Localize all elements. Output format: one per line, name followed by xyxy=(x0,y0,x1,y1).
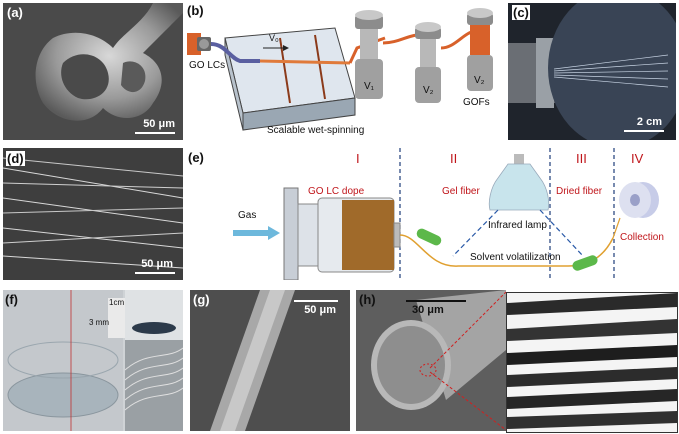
panel-b-label: (b) xyxy=(187,3,204,18)
panel-c-photo: (c) 2 cm xyxy=(508,3,676,140)
panel-f-scale-1cm: 1cm xyxy=(109,298,125,307)
dried-fiber-label: Dried fiber xyxy=(556,186,603,197)
roller-v2 xyxy=(415,22,441,103)
wet-spinning-diagram xyxy=(187,8,493,131)
dry-spinning-diagram xyxy=(233,148,659,280)
gofs-label: GOFs xyxy=(463,97,490,108)
panel-h-scale-bar xyxy=(406,300,466,302)
zoom-circle xyxy=(419,363,437,377)
panel-d-scale-text: 50 μm xyxy=(141,258,173,270)
panel-f-scale-3mm: 3 mm xyxy=(89,318,109,327)
fiber-knot-image xyxy=(35,3,183,121)
v1-label: V₁ xyxy=(364,81,375,92)
gas-label: Gas xyxy=(238,210,257,221)
v2-label: V₂ xyxy=(423,85,434,96)
v2b-label: V₂ xyxy=(474,75,485,86)
panel-a-label: (a) xyxy=(7,5,23,20)
panel-e-label: (e) xyxy=(188,150,204,165)
panel-a-scale-bar xyxy=(135,132,175,134)
panel-c-scale-bar xyxy=(624,130,664,132)
panel-a-scale-text: 50 μm xyxy=(143,118,175,130)
graphene-sheet-stack-schematic xyxy=(507,293,677,429)
syringe-plunger xyxy=(283,187,299,280)
infrared-lamp-label: Infrared lamp xyxy=(488,220,547,231)
fiber-photo-collage xyxy=(3,290,183,431)
panel-a-sem-image: (a) 50 μm xyxy=(3,3,183,140)
stage-1: I xyxy=(356,151,360,166)
panel-g-scale-text: 50 μm xyxy=(304,304,336,316)
panel-d-label: (d) xyxy=(6,151,25,166)
roller-v2-collection xyxy=(467,8,493,91)
gel-fiber-icon xyxy=(416,228,442,246)
panel-g-scale-bar xyxy=(294,300,338,302)
panel-c-scale-text: 2 cm xyxy=(636,116,662,128)
panel-h-sem-image: (h) 30 μm xyxy=(356,290,506,431)
infrared-lamp-icon xyxy=(488,163,550,211)
v0-label: V₀ xyxy=(269,33,279,43)
roller-v1 xyxy=(355,10,383,99)
panel-g-sem-image: (g) 50 μm xyxy=(190,290,350,431)
go-lc-dope xyxy=(342,200,394,270)
panel-c-label: (c) xyxy=(512,5,530,20)
solvent-volatilization-label: Solvent volatilization xyxy=(470,252,561,263)
panel-f-photo: (f) 1cm 3 mm xyxy=(3,290,183,431)
panel-b-spinning-schematic: (b) GO LCs Scalable wet-spinning V₀ V₁ V… xyxy=(185,3,505,140)
panel-h-label: (h) xyxy=(359,292,376,307)
gas-arrow xyxy=(233,230,268,236)
panel-e-dry-spinning-schematic: (e) I II III IV Gas GO LC dope Gel fiber… xyxy=(188,148,676,280)
panel-h-schematic xyxy=(506,292,678,433)
stage-2: II xyxy=(450,151,458,166)
spinneret-photo xyxy=(508,3,676,140)
stage-4: IV xyxy=(631,151,644,166)
go-lcs-label: GO LCs xyxy=(189,60,226,71)
collection-label: Collection xyxy=(620,232,664,243)
wet-spinning-label: Scalable wet-spinning xyxy=(267,125,365,136)
panel-d-scale-bar xyxy=(135,272,175,274)
dried-fiber-icon xyxy=(572,255,598,271)
aligned-fibers-image xyxy=(3,157,183,269)
go-lc-dope-label: GO LC dope xyxy=(308,186,365,197)
panel-d-sem-image: (d) 50 μm xyxy=(3,148,183,280)
panel-g-label: (g) xyxy=(193,292,210,307)
panel-h-scale-text: 30 μm xyxy=(412,304,444,316)
lamp-base xyxy=(514,154,524,164)
gel-fiber-label: Gel fiber xyxy=(442,186,480,197)
single-fiber-sem xyxy=(190,290,350,431)
panel-f-label: (f) xyxy=(5,292,18,307)
stage-3: III xyxy=(576,151,587,166)
